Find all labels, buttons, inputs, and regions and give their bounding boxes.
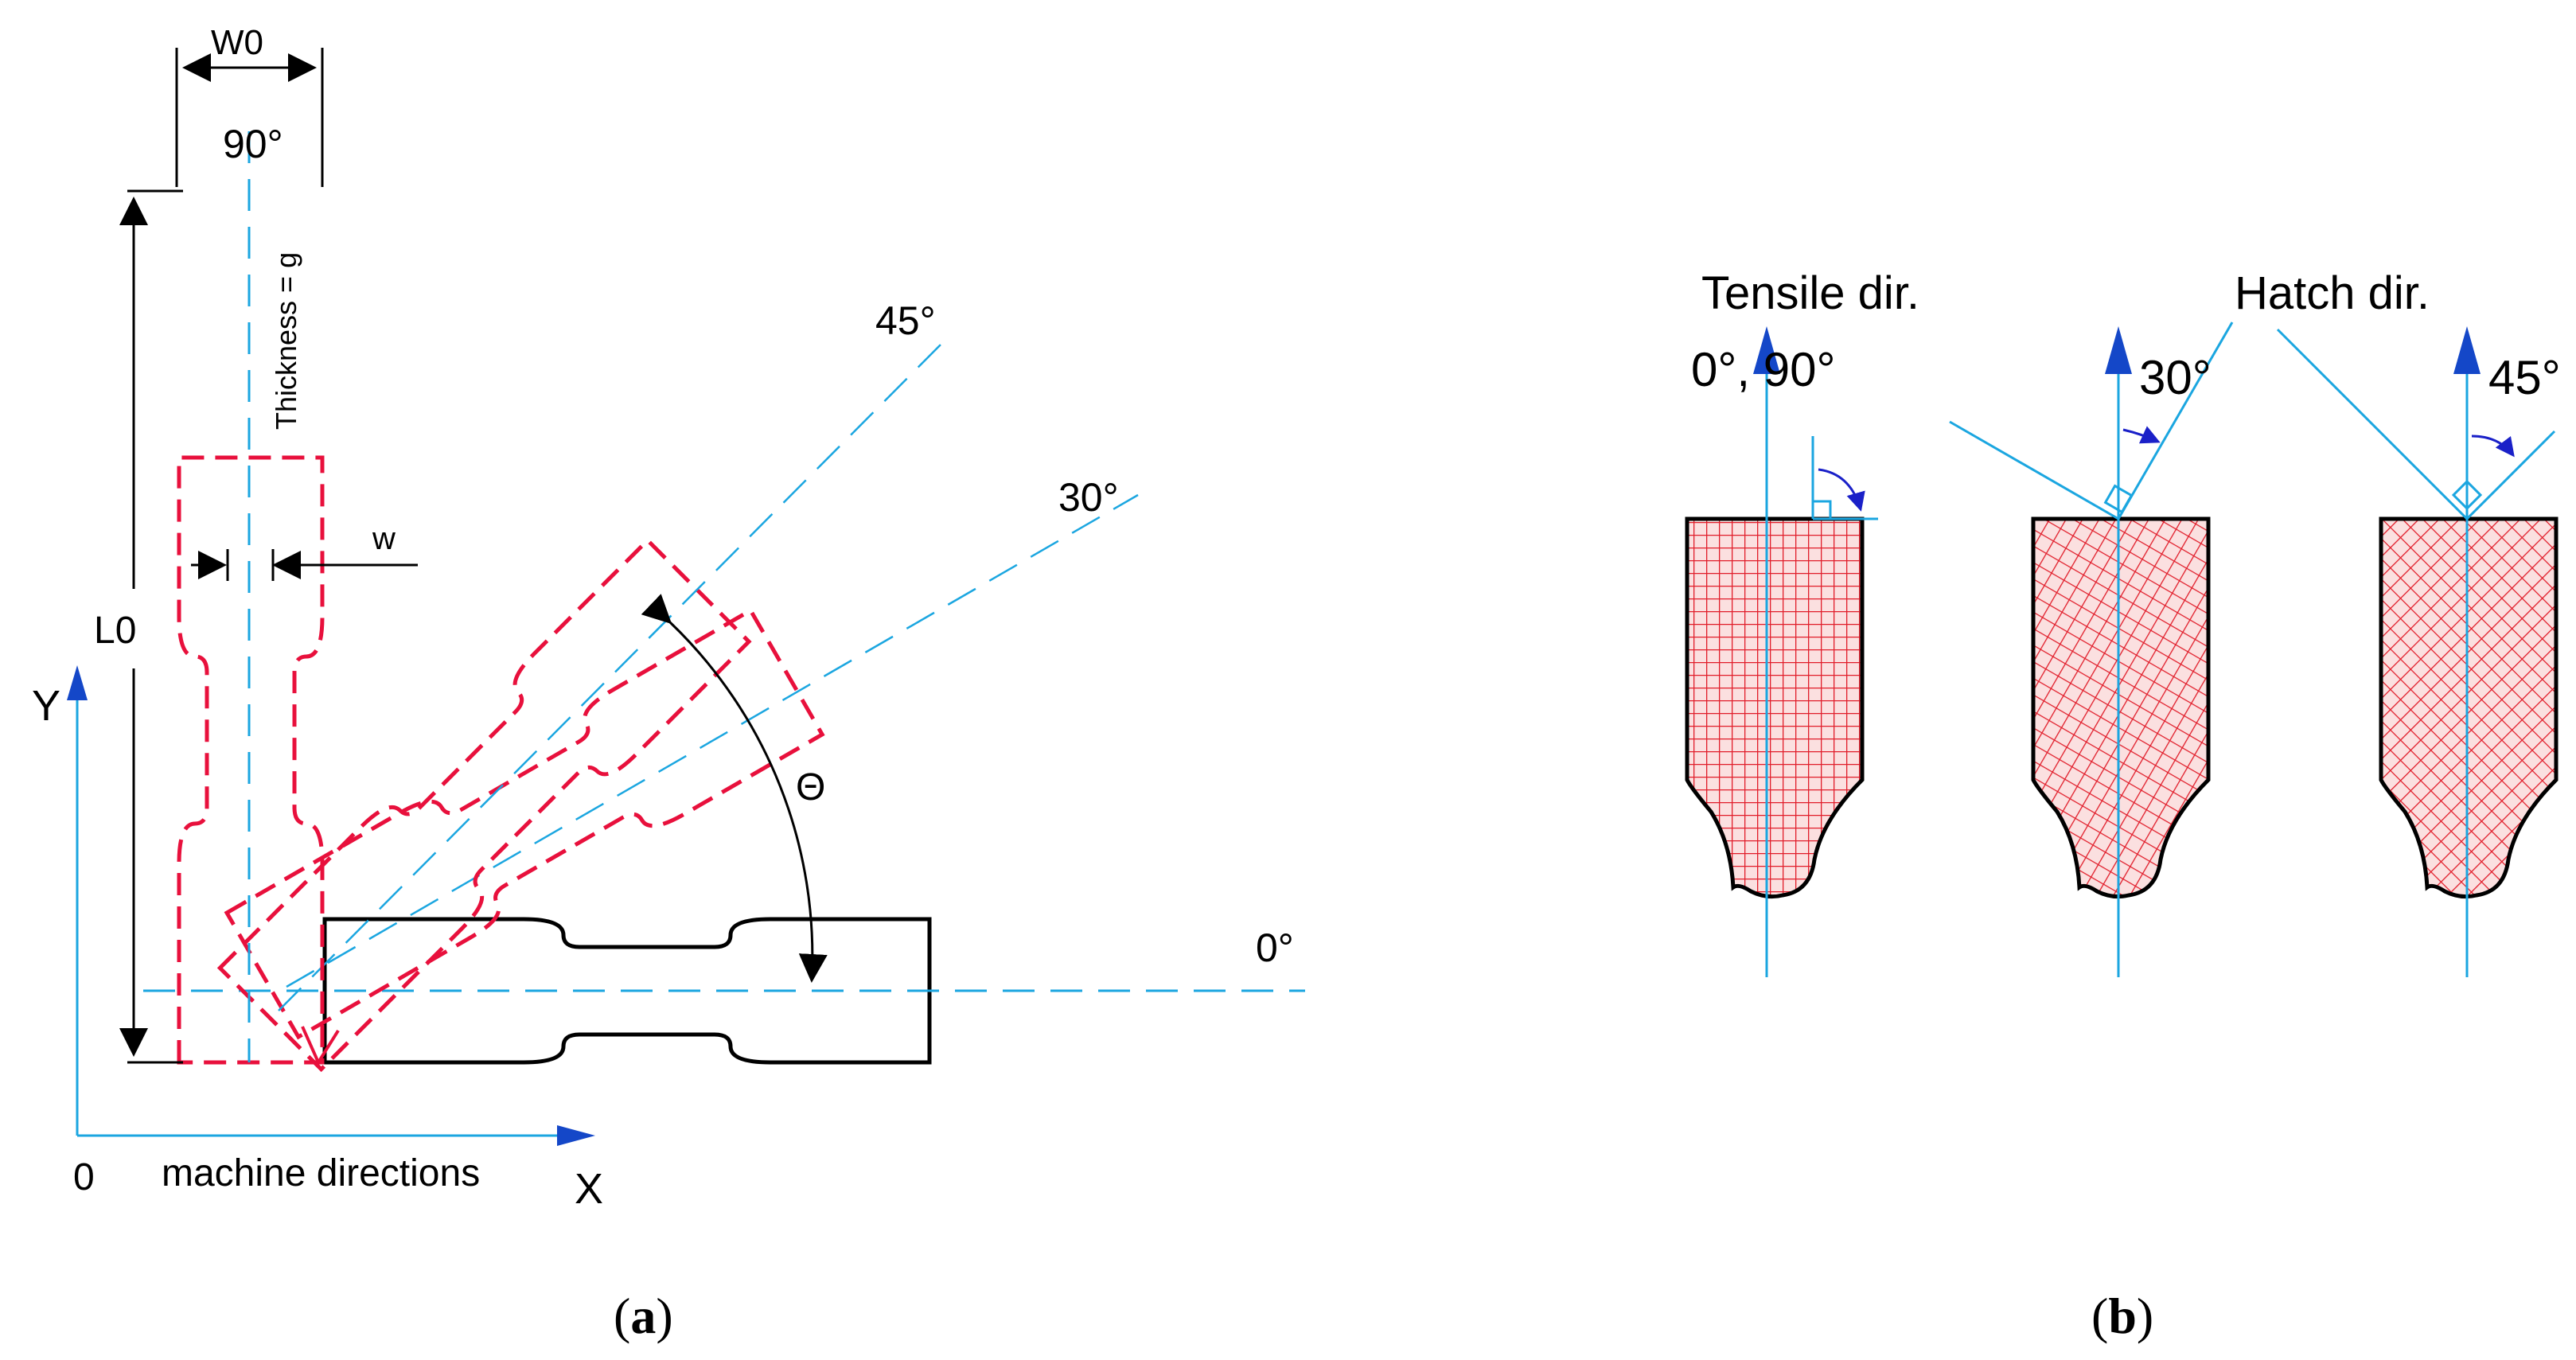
angle-label-0deg: 0° xyxy=(1256,926,1294,970)
machine-axes: Y 0 machine directions X xyxy=(32,665,603,1213)
x-axis-arrowhead xyxy=(557,1125,595,1146)
theta-label: Θ xyxy=(796,766,825,809)
w0-label: W0 xyxy=(211,23,263,62)
l0-label: L0 xyxy=(94,610,136,652)
x-axis-label: X xyxy=(575,1165,603,1213)
dimension-w0: W0 xyxy=(175,23,324,187)
machine-directions-label: machine directions xyxy=(162,1152,480,1194)
hatch-specimen-45: 45° xyxy=(2276,326,2561,977)
hatch-dir-label: Hatch dir. xyxy=(2235,267,2430,319)
origin-label: 0 xyxy=(73,1156,95,1198)
y-axis-label: Y xyxy=(32,682,60,730)
dimension-l0: L0 xyxy=(94,189,183,1064)
caption-a: (a) xyxy=(614,1288,673,1344)
panel-b: Tensile dir. Hatch dir. 0°, 90° 30° xyxy=(1685,267,2561,1344)
tensile-arrowhead-30 xyxy=(2105,326,2132,374)
centerline-30deg xyxy=(286,493,1139,988)
hatch-specimen-0-90: 0°, 90° xyxy=(1685,326,1878,977)
specimen-30deg: 30° xyxy=(227,475,1139,1037)
angle-label-0-90: 0°, 90° xyxy=(1691,343,1835,396)
pivot-arrow xyxy=(301,1026,340,1064)
theta-arc: Θ xyxy=(641,594,828,983)
angle-label-45deg: 45° xyxy=(875,298,936,343)
y-axis-arrowhead xyxy=(67,665,88,700)
hatch-specimen-30: 30° xyxy=(1949,321,2234,977)
centerline-45deg xyxy=(278,333,952,1011)
angle-label-30-b: 30° xyxy=(2139,351,2212,404)
angle-label-90deg: 90° xyxy=(223,122,283,166)
specimen-30-hatch xyxy=(2031,516,2211,899)
specimen-grid-hatch xyxy=(1685,516,1865,899)
tensile-arrowhead-0 xyxy=(1753,326,1780,374)
specimen-90deg: 90° Thickness = g xyxy=(179,122,322,1062)
w-label: w xyxy=(372,521,396,556)
dimension-w: w xyxy=(191,521,418,581)
specimen-45deg: 45° xyxy=(220,298,952,1070)
caption-b: (b) xyxy=(2091,1288,2153,1344)
tensile-arrowhead-45 xyxy=(2453,326,2481,374)
thickness-label: Thickness = g xyxy=(270,252,302,430)
angle-label-45-b: 45° xyxy=(2488,351,2561,404)
specimen-0deg: 0° xyxy=(143,919,1305,1062)
panel-a: Y 0 machine directions X 0° 30° 45° 90 xyxy=(32,23,1305,1344)
tensile-dir-label: Tensile dir. xyxy=(1701,267,1919,319)
specimen-45-hatch xyxy=(2379,516,2558,899)
angle-label-30deg: 30° xyxy=(1058,475,1119,520)
